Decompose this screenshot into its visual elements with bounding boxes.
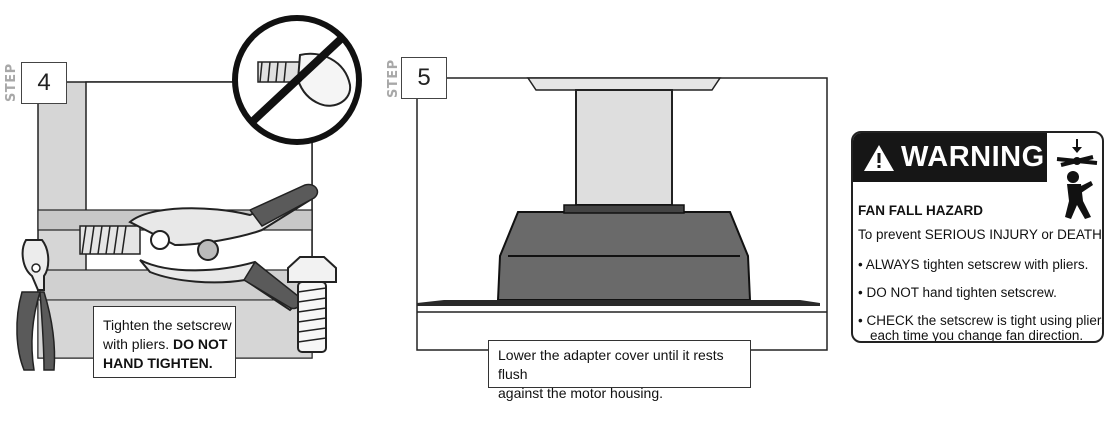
warning-intro-a: To prevent <box>858 227 925 242</box>
warning-triangle-icon <box>864 144 894 171</box>
warning-hazard: FAN FALL HAZARD <box>858 203 983 218</box>
bolt <box>287 256 337 353</box>
step5-step-label: STEP <box>386 59 401 98</box>
warning-item-3: • CHECK the setscrew is tight using plie… <box>858 313 1104 328</box>
warning-item-1-always: ALWAYS <box>865 257 920 272</box>
warning-intro: To prevent SERIOUS INJURY or DEATH: <box>858 227 1103 242</box>
warning-item-3-text: the setscrew is tight using pliers <box>913 313 1104 328</box>
warning-header: WARNING <box>853 133 1047 182</box>
warning-item-3-continued: each time you change fan direction. <box>870 328 1084 343</box>
bullet-1: • <box>858 257 863 272</box>
step4-caption-line2: with pliers. DO NOT <box>103 335 235 354</box>
warning-intro-serious: SERIOUS INJURY <box>924 227 1038 242</box>
warning-item-3-check: CHECK <box>866 313 914 328</box>
warning-intro-death: DEATH <box>1057 227 1102 242</box>
warning-item-2: • DO NOT hand tighten setscrew. <box>858 285 1057 300</box>
step4-step-label: STEP <box>4 63 19 102</box>
warning-item-2-text: hand tighten setscrew. <box>918 285 1057 300</box>
step4-caption-line3: HAND TIGHTEN. <box>103 354 235 373</box>
pliers-loose <box>16 239 56 371</box>
warning-title: WARNING <box>901 141 1045 173</box>
warning-item-2-donot: DO NOT <box>866 285 919 300</box>
step4-illustration <box>16 15 362 371</box>
step5-caption: Lower the adapter cover until it rests f… <box>488 340 751 401</box>
warning-item-1: • ALWAYS tighten setscrew with pliers. <box>858 257 1088 272</box>
step4-caption: Tighten the setscrew with pliers. DO NOT… <box>93 306 236 378</box>
warning-intro-or: or <box>1037 227 1058 242</box>
step5-caption-line1: Lower the adapter cover until it rests f… <box>498 347 724 382</box>
step5-number: 5 <box>401 57 447 99</box>
warning-item-1-text: tighten setscrew with pliers. <box>919 257 1089 272</box>
falling-fan-person-icon <box>1056 139 1098 219</box>
step4-number: 4 <box>21 62 67 104</box>
step5-illustration <box>416 77 828 351</box>
step5-panel: STEP 5 Lower the adapter cover until it … <box>380 0 840 427</box>
step4-panel: STEP 4 Tighten the setscrew with pliers.… <box>0 0 390 427</box>
warning-label: WARNING FAN FALL HAZARD To prevent SERIO… <box>851 131 1104 343</box>
warning-intro-colon: : <box>1102 227 1103 242</box>
canopy-top <box>526 77 722 91</box>
pliers-gripping <box>128 183 319 312</box>
step5-caption-line2: against the motor housing. <box>498 385 663 401</box>
step4-caption-line2a: with pliers. <box>103 336 174 352</box>
no-hand-tighten-icon <box>232 15 362 145</box>
step4-caption-line1: Tighten the setscrew <box>103 317 232 333</box>
downrod <box>575 89 673 206</box>
step4-caption-hand-tighten: HAND TIGHTEN. <box>103 355 213 371</box>
step4-caption-donot: DO NOT <box>173 336 228 352</box>
bullet-3: • <box>858 313 863 328</box>
setscrew-shaft <box>79 225 141 255</box>
bullet-2: • <box>858 285 863 300</box>
